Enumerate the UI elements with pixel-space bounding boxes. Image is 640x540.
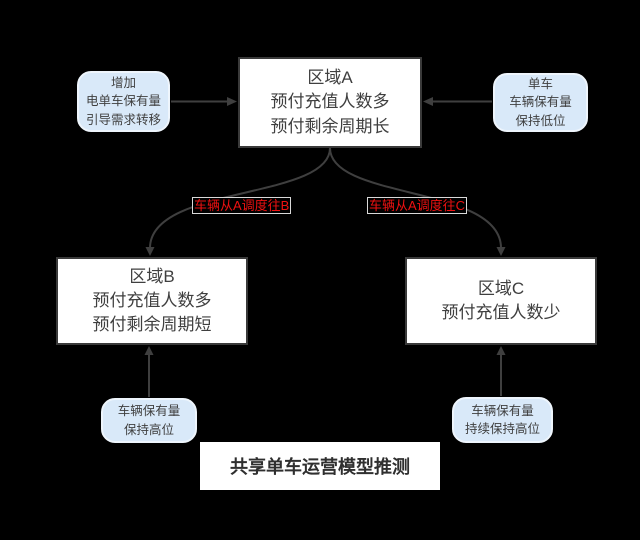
diagram-title: 共享单车运营模型推测 [200,442,440,490]
arrow-a-to-c [329,147,506,256]
callout-line: 引导需求转移 [85,112,161,127]
callout-line: 持续保持高位 [464,422,540,436]
arrow-topleft-to-a [171,97,237,106]
node-region-a-line: 预付充值人数多 [270,92,390,112]
callout-line: 车辆保有量 [471,403,534,418]
node-region-b: 区域B 预付充值人数多 预付剩余周期短 [56,257,248,345]
node-region-a-line: 预付剩余周期长 [270,116,390,136]
callout-line: 增加 [110,76,136,91]
callout-line: 单车 [527,77,553,92]
callout-line: 车辆保有量 [117,404,181,419]
edge-label-a-to-b: 车辆从A调度往B [192,197,292,214]
callout-line: 车辆保有量 [509,95,572,110]
node-region-c-line: 预付充值人数少 [441,303,561,322]
node-region-b-line: 预付充值人数多 [92,290,212,310]
node-region-b-title: 区域B [129,266,175,286]
node-region-b-line: 预付剩余周期短 [92,315,212,335]
node-region-a: 区域A 预付充值人数多 预付剩余周期长 [238,57,422,148]
arrow-a-to-b [145,147,331,256]
callout-c-supply-sustained-high: 车辆保有量 持续保持高位 [452,397,553,443]
arrow-topright-to-a [423,97,492,106]
callout-bike-supply-low: 单车 车辆保有量 保持低位 [493,73,588,132]
arrow-bottomleft-to-b [144,346,154,397]
callout-line: 保持高位 [123,422,174,437]
callout-line: 保持低位 [515,113,566,128]
callout-line: 电单车保有量 [85,94,161,109]
arrow-bottomright-to-c [496,346,506,396]
node-region-a-title: 区域A [307,68,353,88]
edge-label-a-to-c: 车辆从A调度往C [367,197,468,214]
node-region-c-title: 区域C [477,278,525,298]
callout-increase-ebike-supply: 增加 电单车保有量 引导需求转移 [77,71,170,132]
node-region-c: 区域C 预付充值人数少 [405,257,597,345]
callout-b-supply-high: 车辆保有量 保持高位 [101,398,197,443]
